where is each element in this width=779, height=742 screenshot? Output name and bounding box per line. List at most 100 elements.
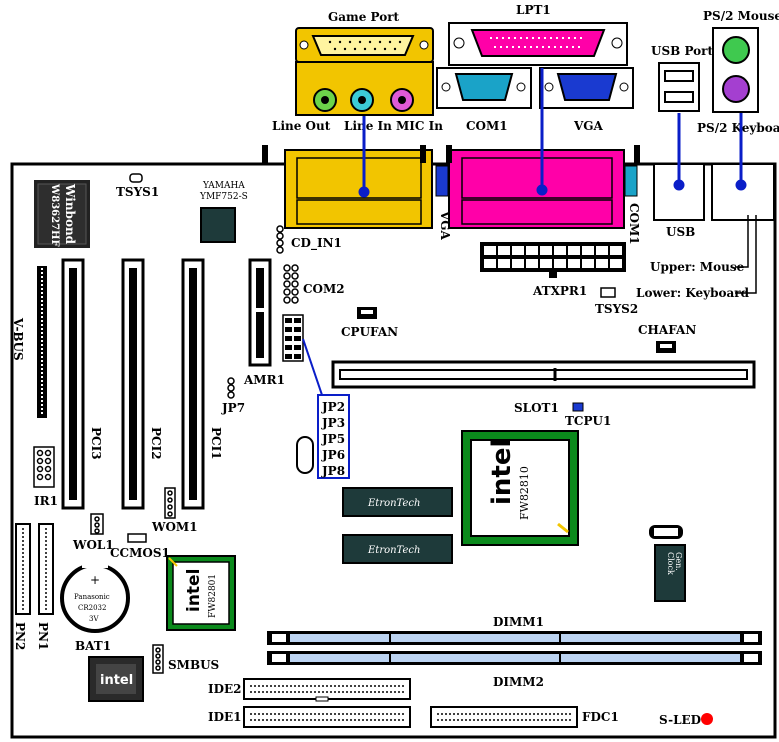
etrontech-chip-2: EtronTech [342,534,453,564]
battery: + Panasonic CR2032 3V [60,560,130,633]
jumper-block [282,314,304,362]
jp6-label: JP6 [321,448,345,462]
battery-voltage: 3V [89,615,99,623]
lower-keyboard-label: Lower: Keyboard [636,286,750,300]
upper-mouse-label: Upper: Mouse [650,260,745,274]
ir1-label: IR1 [34,494,58,508]
mic-in-label: MIC In [396,119,443,133]
yamaha-label: YAMAHA [202,181,245,191]
fw82810-label: FW82810 [518,466,531,520]
cd-in1-label: CD_IN1 [291,236,342,251]
pci3-label: PCI3 [89,427,103,460]
intel-82801-chip: intel FW82801 [166,555,236,631]
usb-port-label: USB Port [651,44,713,58]
crystal [296,436,314,474]
pn2-header [15,523,31,615]
com2-header [283,264,299,304]
ide1-label: IDE1 [208,710,242,724]
jp7-label: JP7 [221,401,245,415]
etrontech-chip-1: EtronTech [342,487,453,517]
jp2-label: JP2 [321,400,345,414]
smbus-header [152,644,164,674]
intel-ich-logo: intel [184,569,204,612]
battery-brand: Panasonic [74,593,110,601]
jp5-label: JP5 [321,432,345,446]
yamaha-chip [200,207,236,243]
fw82801-label: FW82801 [208,574,218,618]
ymf752-label: YMF752-S [199,192,248,202]
dimm2-label: DIMM2 [493,675,544,689]
vbus-connector [37,266,47,418]
atxpr1-connector [480,242,626,278]
cpufan-label: CPUFAN [341,325,398,339]
onboard-lpt-com-vga-connector [435,149,638,229]
svg-text:+: + [90,573,100,587]
tcpu1-sensor [572,402,584,412]
svg-text:Gen.: Gen. [674,552,683,571]
standoffs [262,145,640,163]
pn2-label: PN2 [13,622,27,650]
tsys2-label: TSYS2 [595,302,638,316]
battery-model: CR2032 [78,604,106,612]
onboard-game-audio-connector [284,149,433,229]
slot1-label: SLOT1 [514,401,559,415]
bios-intel-logo: intel [100,673,133,688]
winbond-model-label: W83627HF [49,183,60,247]
tcpu1-label: TCPU1 [565,414,611,428]
ccmos1-jumper [127,533,147,543]
dimm1-slot [267,631,762,645]
dimm1-label: DIMM1 [493,615,544,629]
com2-label: COM2 [303,282,345,296]
winbond-label: Winbond [63,183,77,245]
svg-text:EtronTech: EtronTech [367,545,420,556]
onboard-usb-label: USB [666,225,695,239]
jp8-label: JP8 [321,464,345,478]
chafan-label: CHAFAN [638,323,696,337]
pci3-slot [61,258,85,510]
wom1-header [164,487,176,519]
tsys1-label: TSYS1 [116,185,159,199]
ps2-mouse-label: PS/2 Mouse [703,9,779,23]
vga-connector [539,67,634,109]
fdc1-connector [430,706,578,728]
bios-chip: intel [88,656,144,702]
slot1 [331,360,756,389]
ir1-header [33,446,55,488]
ide2-label: IDE2 [208,682,242,696]
tsys1-sensor [129,173,143,183]
jp3-label: JP3 [321,416,345,430]
jumper-callout-box [317,394,350,479]
smbus-label: SMBUS [168,658,219,672]
line-in-label: Line In [344,119,392,133]
sled-indicator [701,713,713,725]
pn1-header [38,523,54,615]
pci1-label: PCI1 [209,427,223,460]
bat1-label: BAT1 [75,639,111,653]
ps2-connector [712,27,759,113]
pci2-label: PCI2 [149,427,163,460]
ps2-keyboard-label: PS/2 Keyboard [697,121,779,135]
game-port-connector [295,27,434,116]
leader-lines [358,68,747,198]
amr1-slot [248,258,272,367]
ps2-keyboard-port [722,75,750,103]
svg-text:Clock: Clock [666,552,675,575]
winbond-chip: Winbond W83627HF [34,180,90,248]
svg-text:EtronTech: EtronTech [367,498,420,509]
pci1-slot [181,258,205,510]
vbus-label: V-BUS [11,317,25,361]
ccmos1-label: CCMOS1 [110,546,170,560]
wol1-label: WOL1 [72,538,114,552]
onboard-ps2-connector [711,163,775,221]
lpt1-label: LPT1 [516,3,551,17]
atxpr1-label: ATXPR1 [532,284,587,298]
line-out-label: Line Out [272,119,331,133]
intel-82810-chip: intel FW82810 [461,430,579,546]
ide1-connector [243,706,411,728]
lpt1-connector [448,22,628,66]
fdc1-label: FDC1 [582,710,619,724]
com1-connector [436,67,532,109]
clock-gen-chip: Clock Gen. [654,544,686,602]
cd-in1-header [276,225,284,254]
